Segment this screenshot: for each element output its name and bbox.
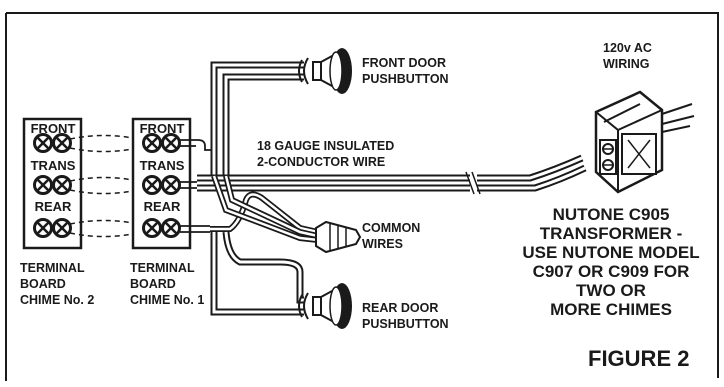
terminal-board-chime-2: FRONT TRANS REAR xyxy=(22,117,83,250)
common-wires xyxy=(210,175,319,243)
rear-door-pushbutton-icon xyxy=(298,283,352,329)
board2-front-label: FRONT xyxy=(31,121,76,136)
board1-rear-label: REAR xyxy=(144,199,181,214)
terminal-board-chime-1: FRONT TRANS REAR xyxy=(131,117,192,250)
common-wires-label-line1: COMMON xyxy=(362,221,420,235)
transformer-cable xyxy=(197,154,587,195)
ac-wiring-label-line1: 120v AC xyxy=(603,41,652,55)
front-pushbutton-label-line1: FRONT DOOR xyxy=(362,56,446,70)
board2-trans-label: TRANS xyxy=(31,158,76,173)
wire-label-line1: 18 GAUGE INSULATED xyxy=(257,139,394,153)
front-pushbutton-cable xyxy=(210,61,304,176)
wire-label-line2: 2-CONDUCTOR WIRE xyxy=(257,155,385,169)
note-line2: TRANSFORMER - xyxy=(540,224,683,243)
ac-wiring-label-line2: WIRING xyxy=(603,57,650,71)
board1-caption-line3: CHIME No. 1 xyxy=(130,293,204,307)
board2-rear-label: REAR xyxy=(35,199,72,214)
front-pushbutton-label-line2: PUSHBUTTON xyxy=(362,72,449,86)
rear-pushbutton-cable xyxy=(210,231,304,316)
note-line4: C907 OR C909 FOR xyxy=(533,262,690,281)
figure-label: FIGURE 2 xyxy=(588,346,689,371)
note-line1: NUTONE C905 xyxy=(553,205,670,224)
transformer-icon xyxy=(594,90,695,194)
board2-caption-line1: TERMINAL xyxy=(20,261,85,275)
board2-caption-line3: CHIME No. 2 xyxy=(20,293,94,307)
common-wires-label-line2: WIRES xyxy=(362,237,403,251)
board1-caption-line1: TERMINAL xyxy=(130,261,195,275)
note-line5: TWO OR xyxy=(576,281,646,300)
rear-pushbutton-label-line1: REAR DOOR xyxy=(362,301,438,315)
note-line3: USE NUTONE MODEL xyxy=(522,243,699,262)
front-door-pushbutton-icon xyxy=(298,48,352,94)
transformer-note: NUTONE C905 TRANSFORMER - USE NUTONE MOD… xyxy=(522,205,699,319)
board1-trans-label: TRANS xyxy=(140,158,185,173)
note-line6: MORE CHIMES xyxy=(550,300,672,319)
figure-frame xyxy=(5,12,719,381)
wire-nut-icon xyxy=(315,220,362,254)
terminal-leads xyxy=(180,139,214,233)
rear-pushbutton-label-line2: PUSHBUTTON xyxy=(362,317,449,331)
board1-front-label: FRONT xyxy=(140,121,185,136)
board2-caption-line2: BOARD xyxy=(20,277,66,291)
board1-caption-line2: BOARD xyxy=(130,277,176,291)
